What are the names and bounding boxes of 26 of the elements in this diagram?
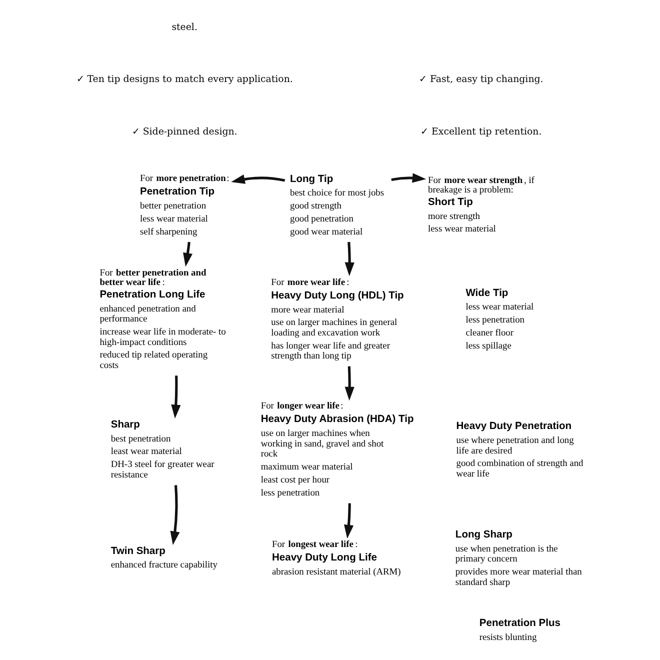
node-text: For better penetration and better wear life: Penetration Long Life enhanced penetration and performance increase wear life in moderate- to high-impact conditions reduced tip related operating costs	[99, 268, 226, 371]
label: ✓ Fast, easy tip changing.	[418, 74, 543, 86]
label: ✓ Side-pinned design.	[131, 126, 237, 138]
label: ✓ Ten tip designs to match every application.	[76, 74, 292, 86]
arrow	[344, 503, 354, 539]
node-text: For more penetration: Penetration Tip better penetration less wear material self sharpening	[140, 174, 229, 238]
node-text: Twin Sharp enhanced fracture capability	[110, 546, 217, 571]
arrow	[390, 173, 426, 183]
arrow	[170, 485, 180, 546]
node-text: For longest wear life: Heavy Duty Long Life abrasion resistant material (ARM)	[272, 540, 400, 578]
arrow	[182, 242, 192, 267]
label: ✓ Excellent tip retention.	[420, 126, 542, 138]
node-text: Penetration Plus resists blunting	[478, 618, 560, 644]
node-text: Heavy Duty Penetration use where penetration and long life are desired good combination of strength and wear life	[456, 421, 583, 480]
node-text: Sharp best penetration least wear material DH-3 steel for greater wear resistance	[110, 419, 214, 480]
node-text: Long Tip best choice for most jobs good strength good penetration good wear material	[290, 174, 384, 238]
node-text: For more wear strength, if breakage is a problem: Short Tip more strength less wear material	[428, 176, 534, 235]
arrow	[344, 242, 354, 276]
node-text: Wide Tip less wear material less penetration cleaner floor less spillage	[465, 288, 534, 352]
node-text: Long Sharp use when penetration is the primary concern provides more wear material than standard sharp	[454, 530, 582, 588]
arrow	[230, 174, 285, 184]
label: steel.	[171, 22, 197, 33]
node-text: For longer wear life: Heavy Duty Abrasion (HDA) Tip use on larger machines when working in sand, gravel and shot rock maximum wear material least cost per hour less penetration	[260, 402, 414, 498]
node-text: For more wear life: Heavy Duty Long (HDL) Tip more wear material use on larger machines in general loading and excavation work has longer wear life and greater strength than long tip	[270, 278, 404, 362]
arrow	[344, 366, 354, 401]
arrow	[170, 376, 180, 418]
